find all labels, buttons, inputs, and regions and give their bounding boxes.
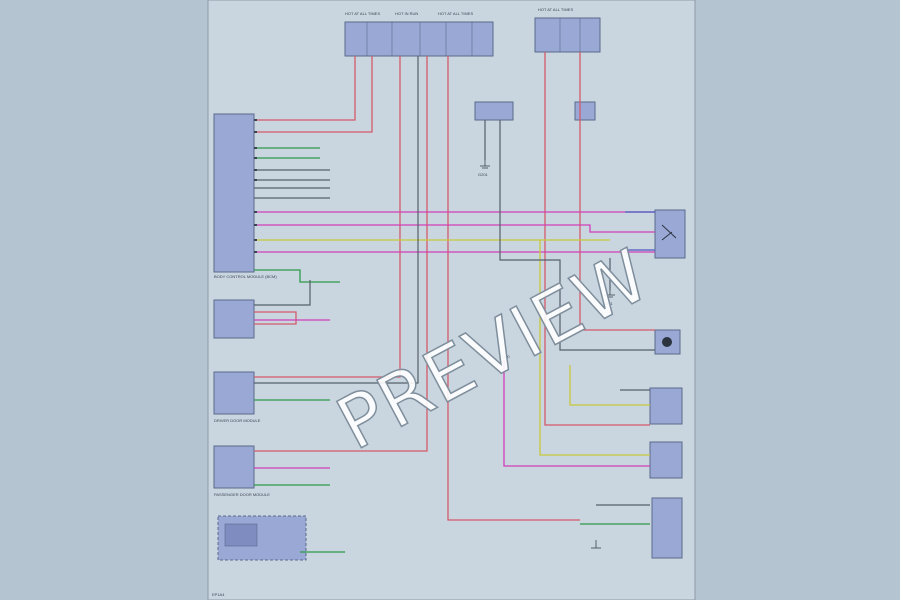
motor-switch-icon: [661, 224, 677, 241]
wire-set-green: [254, 147, 650, 553]
lock-actuator-1: [649, 387, 683, 425]
ground-icon-3: [591, 540, 601, 549]
wire-set-pink: [254, 211, 655, 469]
pdm-label: PASSENGER DOOR MODULE: [214, 492, 270, 497]
fuse-block-left: [344, 21, 494, 57]
ground-label-1: G201: [478, 172, 489, 177]
diagram-sheet: [207, 0, 696, 600]
latch-module: [651, 497, 683, 559]
fuse-block-right: [534, 17, 601, 53]
lamp-icon: [662, 337, 672, 347]
wire-set-red: [254, 52, 655, 521]
lock-actuator-2: [649, 441, 683, 479]
connector-label: C220: [500, 354, 510, 359]
bcm-label: BODY CONTROL MODULE (BCM): [214, 274, 277, 279]
ground-label-2: G301: [603, 301, 614, 306]
splice-b: [574, 101, 596, 121]
driver-door-module: [213, 371, 255, 415]
fuse-label-4: HOT AT ALL TIMES: [538, 7, 573, 12]
bcm-pins: [254, 119, 257, 253]
bcm-module: [213, 113, 255, 273]
ground-icon-2: [605, 290, 615, 298]
passenger-door-module: [213, 445, 255, 489]
wire-set-dark: [254, 56, 655, 506]
sheet-id: EP1A4: [212, 592, 225, 597]
dm-label: DRIVER DOOR MODULE: [214, 418, 261, 423]
fuse-label-3: HOT AT ALL TIMES: [438, 11, 473, 16]
ground-icon-1: [480, 160, 490, 169]
wire-set-blue: [625, 211, 655, 251]
fuse-label-2: HOT IN RUN: [395, 11, 418, 16]
splice-a: [474, 101, 514, 121]
mirror-module: [213, 299, 255, 339]
wire-set-yellow: [254, 239, 650, 456]
fuse-label-1: HOT AT ALL TIMES: [345, 11, 380, 16]
